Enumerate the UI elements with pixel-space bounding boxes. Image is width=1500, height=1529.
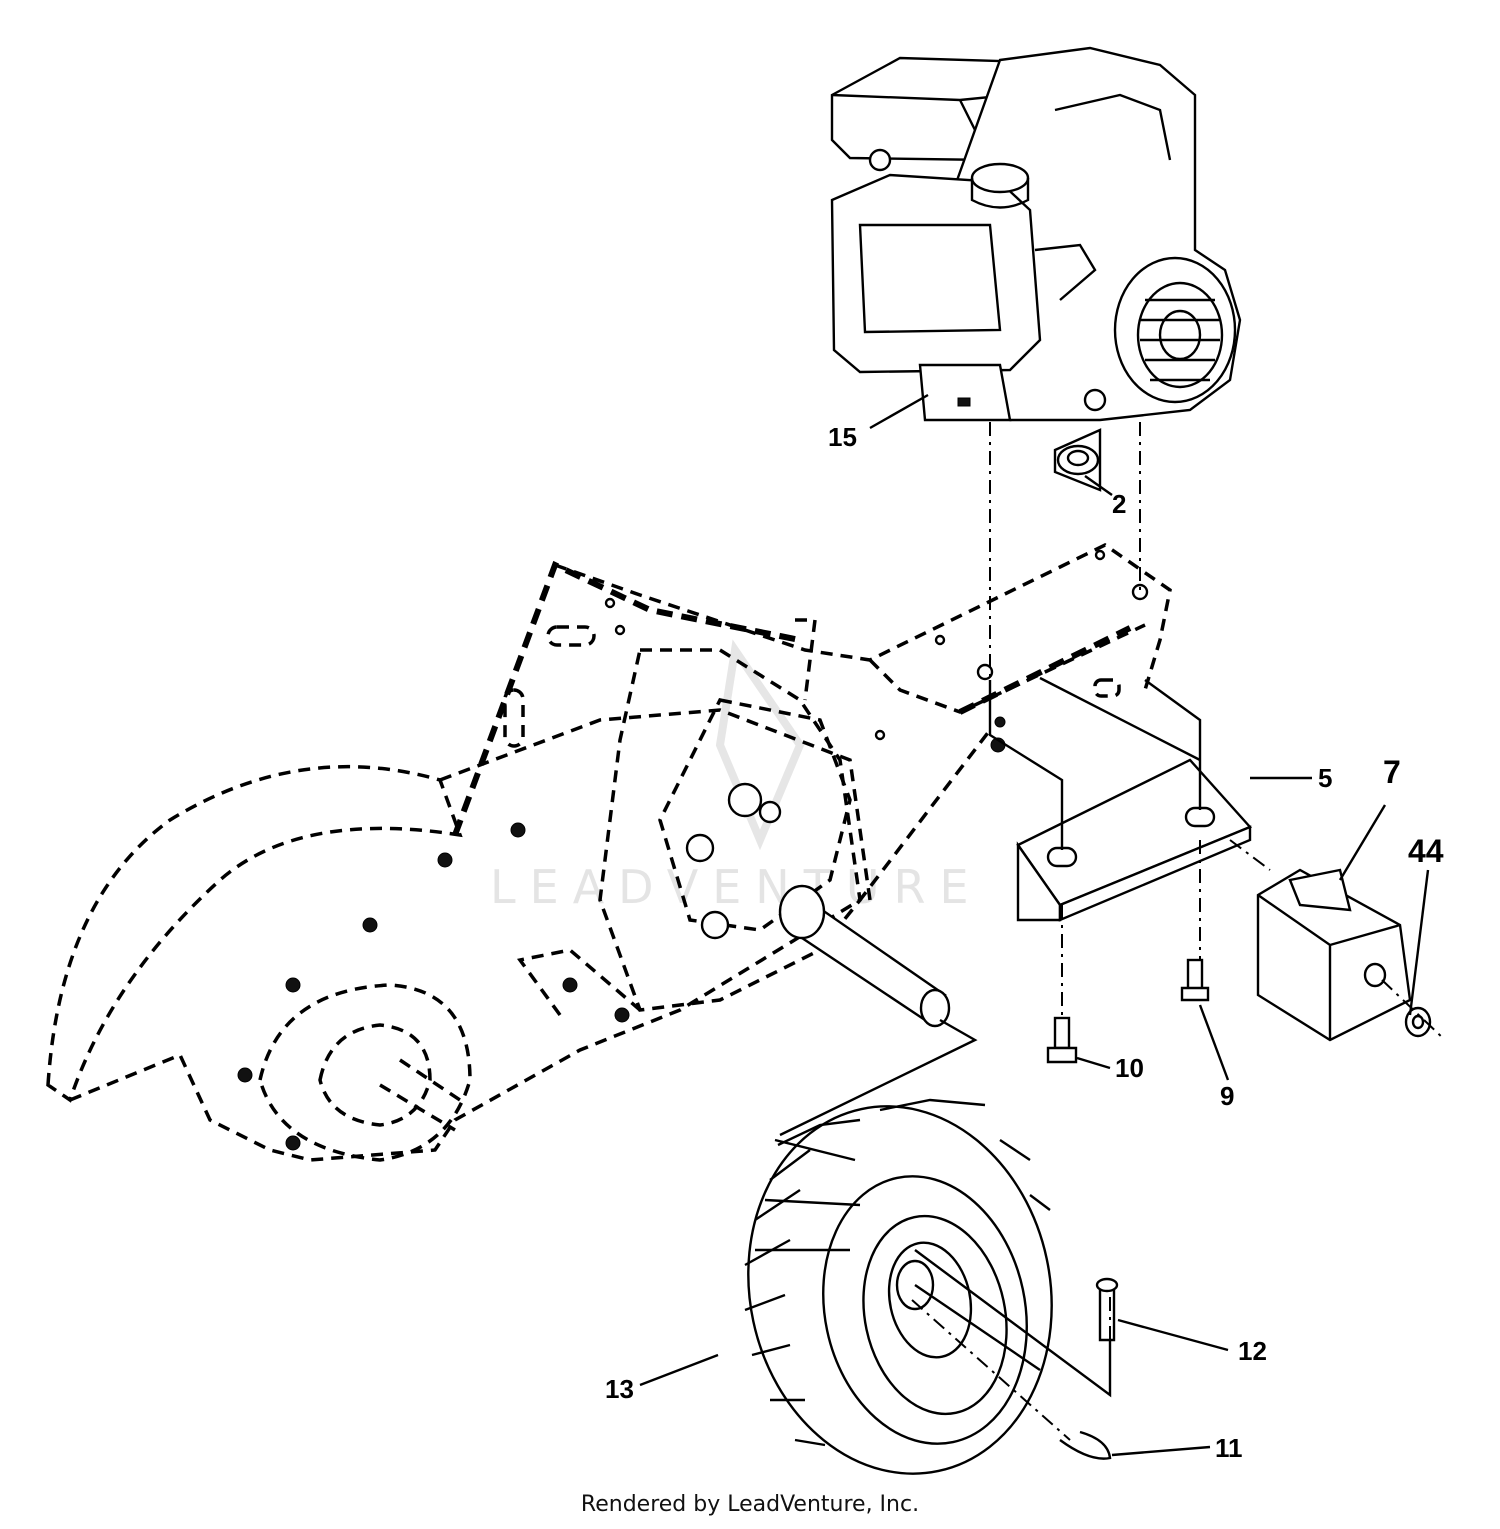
watermark-text: LEADVENTURE [490, 860, 983, 914]
lock-washer-2[interactable] [1053, 428, 1102, 492]
callout-44: 44 [1408, 833, 1444, 869]
callout-9: 9 [1220, 1081, 1234, 1111]
callouts: 15 2 5 7 44 10 9 12 13 11 [605, 422, 1444, 1463]
callout-7: 7 [1383, 754, 1401, 790]
engine-assembly[interactable] [830, 46, 1242, 422]
callout-15: 15 [828, 422, 857, 452]
callout-10: 10 [1115, 1053, 1144, 1083]
assembly-center-lines [779, 422, 1446, 1441]
clevis-pin-12[interactable] [1095, 1277, 1119, 1342]
bolt-10[interactable] [1046, 1016, 1078, 1064]
wheel-axle [778, 884, 951, 1028]
mounting-bracket[interactable] [1016, 758, 1253, 922]
nut-44[interactable] [1404, 1006, 1432, 1038]
callout-2: 2 [1112, 489, 1126, 519]
callout-5: 5 [1318, 763, 1332, 793]
footer-credit: Rendered by LeadVenture, Inc. [580, 1492, 920, 1517]
callout-12: 12 [1238, 1336, 1267, 1366]
leader-lines [639, 393, 1430, 1457]
hairpin-clip-11[interactable] [1059, 1430, 1112, 1460]
tiller-frame-outline [46, 542, 1172, 1162]
bolt-9[interactable] [1180, 958, 1210, 1002]
callout-13: 13 [605, 1374, 634, 1404]
wheel-tire[interactable] [715, 1078, 1085, 1502]
weight-block[interactable] [1256, 868, 1412, 1042]
callout-11: 11 [1215, 1433, 1243, 1463]
watermark: LEADVENTURE [490, 639, 983, 914]
